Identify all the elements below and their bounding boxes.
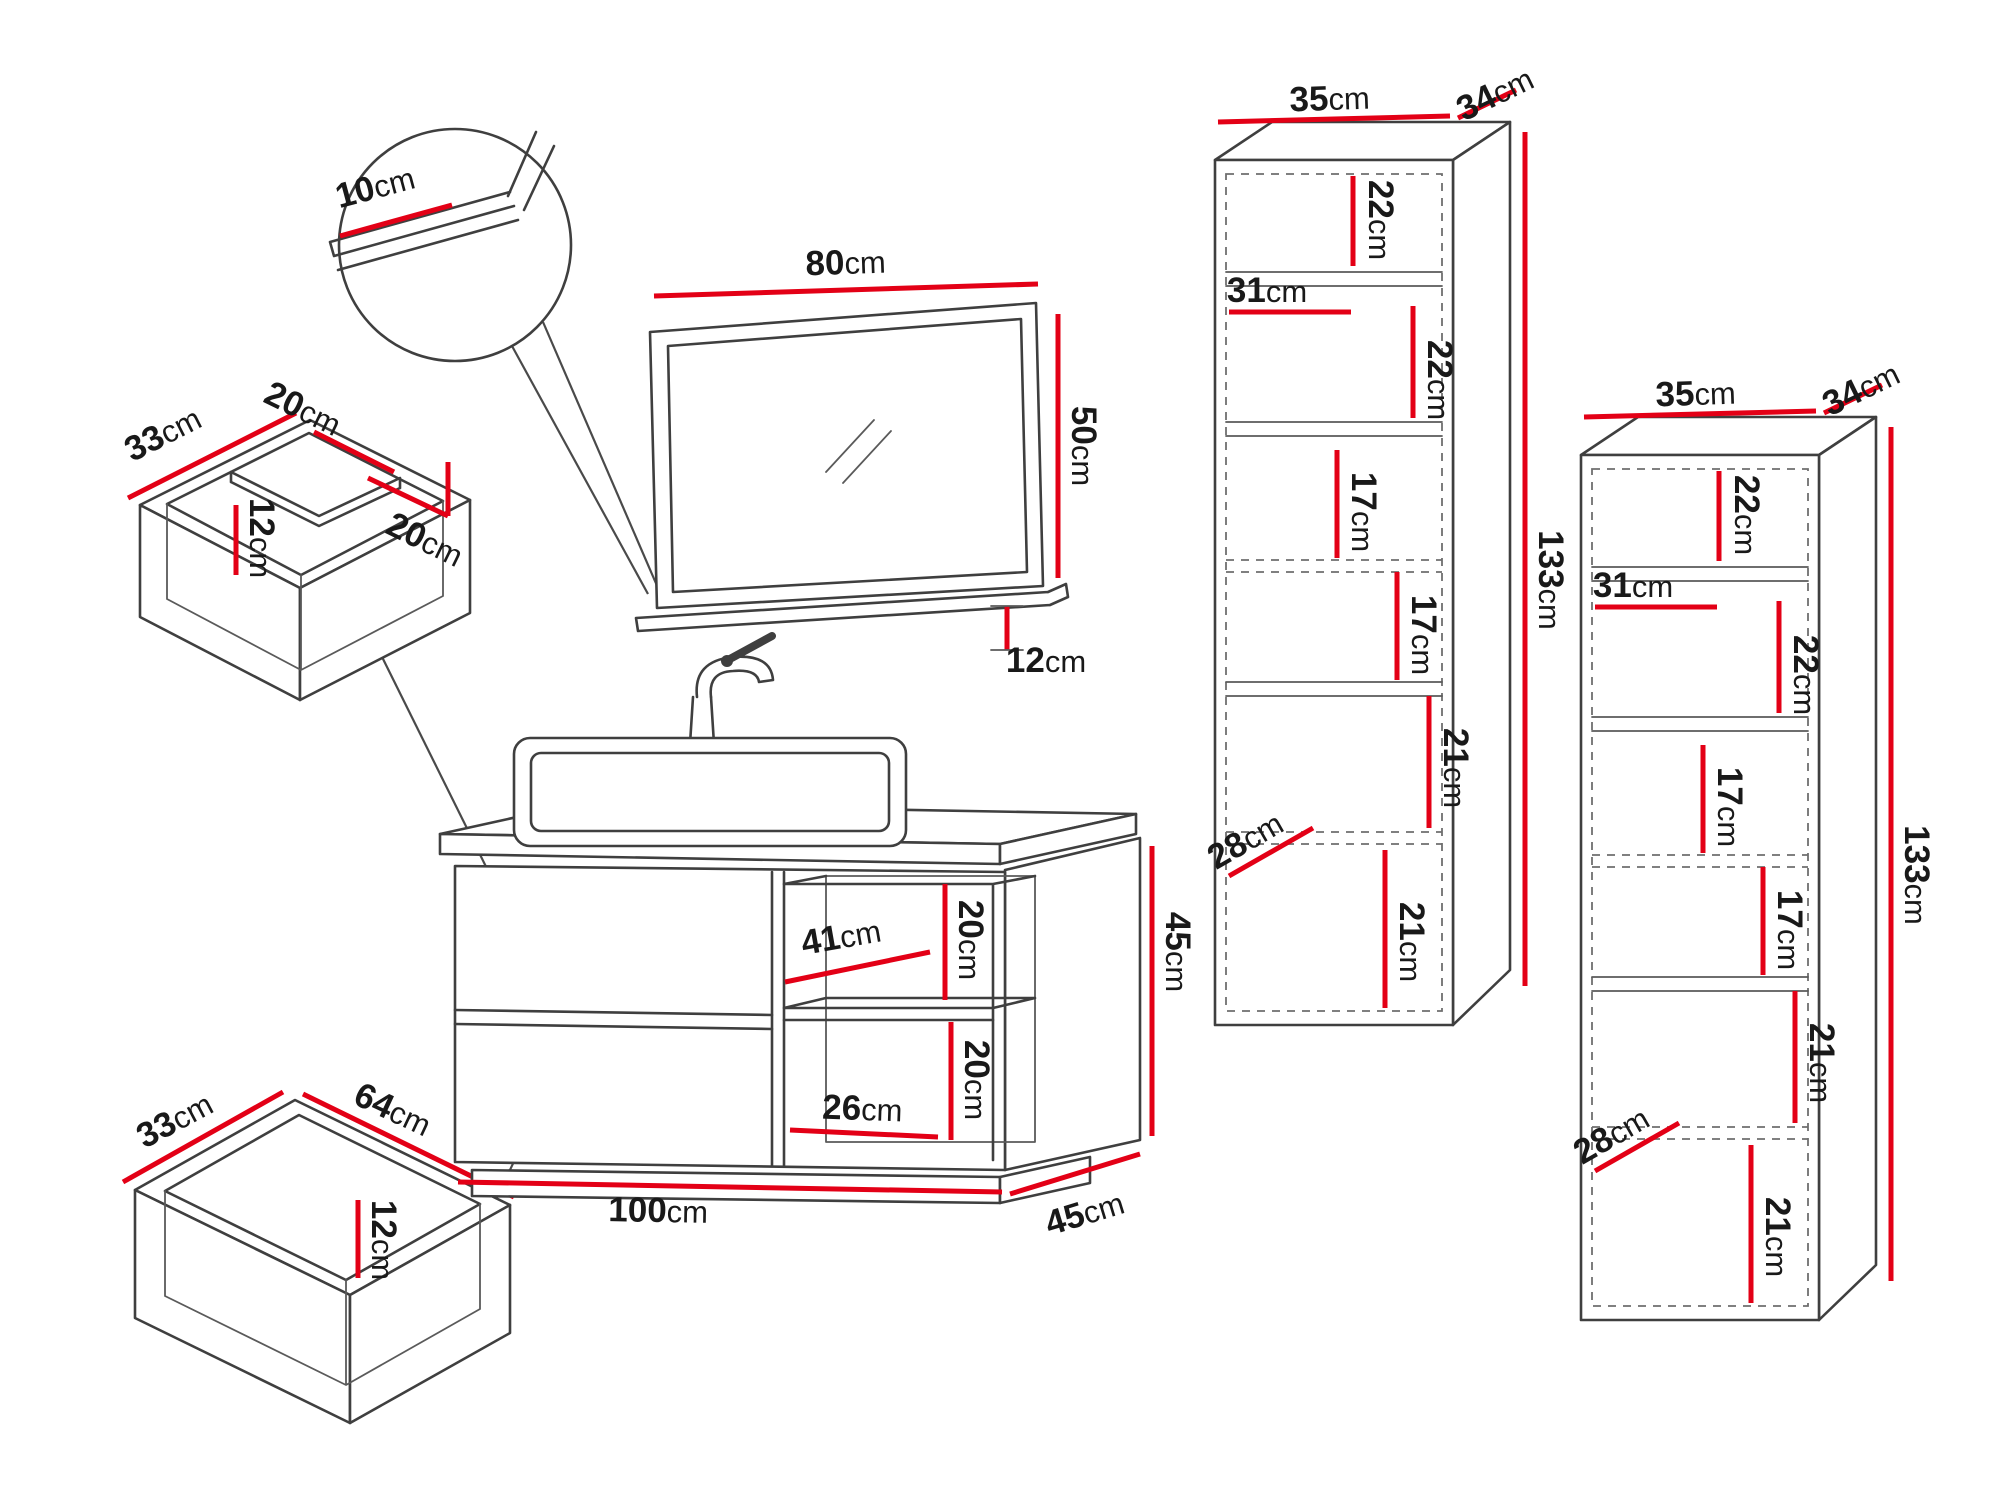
upper-drawer-unit: 33cm 20cm 12cm 20cm [118,374,472,702]
mirror-height-label: 50cm [1064,406,1103,486]
shelf-edge-dim-line [339,202,453,239]
cabinet-niche-width-label: 31cm [1593,566,1673,605]
vanity-unit: 41cm 20cm 20cm 26cm 45cm 100cm 45cm [438,632,1197,1244]
glass-reflection-marks [825,419,892,484]
drawer-front-right-face [298,498,472,702]
vanity-width-label: 100cm [608,1190,708,1231]
cabinet-mid-gap-a-label: 17cm [1344,472,1383,552]
counter-side-band [998,812,1138,866]
mirror-width-dim-line [653,281,1039,299]
mirror-width-label: 80cm [805,242,887,284]
vanity-depth-label: 45cm [1041,1183,1129,1244]
niche-bottom-width-label: 26cm [822,1088,904,1130]
cabinet-height-label: 133cm [1897,825,1936,925]
lower-drawer-height-label: 12cm [364,1200,403,1280]
cabinet-depth-label: 34cm [1450,59,1539,129]
cabinet-top-gap-label: 22cm [1727,475,1766,555]
cabinet-mid-gap-b-label: 17cm [1770,890,1809,970]
back-width-dim-line [312,429,396,475]
mirror-glass [666,317,1029,594]
vanity-width-dim-line [457,1179,1003,1195]
cabinet-low-gap-a-label: 21cm [1802,1023,1841,1103]
cabinet-low-gap-a-label: 21cm [1436,728,1475,808]
cabinet-upper-gap-label: 22cm [1786,635,1825,715]
detail-leader-line [511,345,649,595]
depth-dim-line [126,410,298,501]
drawer-inner-bottom [166,500,444,671]
drawer-inner-bottom [164,1190,481,1386]
depth-dim-line [121,1089,285,1185]
detail-view-circle: 10cm [328,127,573,363]
niche-shelf-width-label: 41cm [798,911,884,963]
tall-cabinet-right: 35cm 34cm 133cm 22cm 31cm 22cm 17cm 17cm… [1567,354,1936,1320]
sink-outer-rim [512,736,908,848]
cabinet-upper-gap-label: 22cm [1420,340,1459,420]
cabinet-mid-gap-b-label: 17cm [1404,595,1443,675]
niche-bottom-width-dim-line [789,1127,939,1140]
niche-opening [782,874,1037,1162]
niche-shelf-width-dim-line [784,949,931,985]
tall-cabinet-left: 35cm 34cm 133cm 22cm 31cm 22cm 17cm 17cm… [1201,59,1570,1025]
vanity-depth-dim-line [1009,1151,1141,1197]
mirror-shelf [634,582,1070,633]
mirror-shelf-depth-label: 12cm [1006,641,1086,680]
cabinet-top-gap-label: 22cm [1361,180,1400,260]
cabinet-depth-label: 34cm [1816,354,1905,424]
cabinet-niche-width-label: 31cm [1227,271,1307,310]
detail-shelf-plank [328,190,520,272]
sink-inner-basin [529,751,891,833]
drawer-front-right-face [348,1203,512,1425]
cabinet-mid-gap-a-label: 17cm [1710,767,1749,847]
lower-drawer-depth-label: 33cm [130,1084,219,1156]
niche-shelf [782,996,1037,1022]
front-width-dim-line [366,462,451,519]
cabinet-low-gap-b-label: 21cm [1758,1197,1797,1277]
faucet-spout [695,655,775,699]
vanity-side-panel [1003,836,1142,1172]
dim-tick [990,605,1024,651]
vanity-height-label: 45cm [1158,912,1197,992]
upper-drawer-height-label: 12cm [242,498,281,578]
cabinet-height-label: 133cm [1531,530,1570,630]
niche-back-wall [825,875,1036,1143]
cabinet-width-label: 35cm [1289,78,1371,120]
detail-leader-line [541,321,660,589]
faucet-column [688,695,716,746]
vanity-front-face [453,864,1007,1172]
mirror-frame-edge [506,130,556,212]
cabinet-low-gap-b-label: 21cm [1392,902,1431,982]
detail-shelf-edge-label: 10cm [331,158,419,216]
drawer-gap-line [453,1008,774,1031]
upper-drawer-depth-label: 33cm [118,398,207,469]
niche-lower-height-label: 20cm [957,1040,996,1120]
mirror-frame [648,301,1045,610]
drawer-partition [229,470,402,528]
cabinet-width-label: 35cm [1655,373,1737,415]
niche-upper-height-label: 20cm [951,900,990,980]
mirror: 80cm 50cm 12cm [634,242,1103,680]
